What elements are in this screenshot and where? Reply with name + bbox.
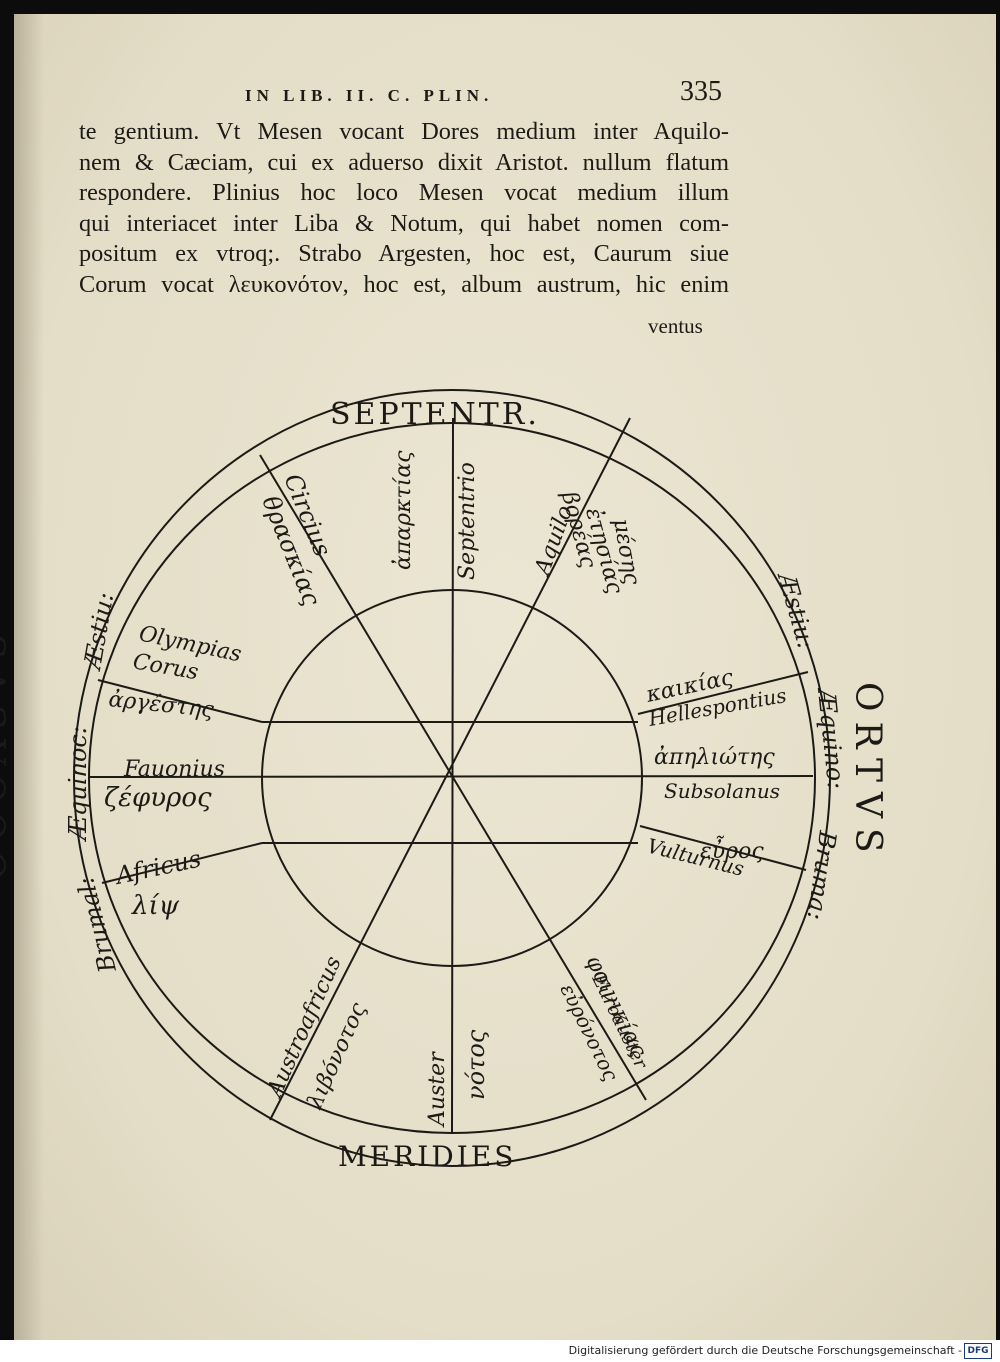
outer-circle: [73, 389, 831, 1167]
text-line: qui interiacet inter Liba & Notum, qui h…: [79, 209, 729, 237]
ring-label-east-upper: Æstiu:: [771, 567, 820, 652]
wind-subsolanus: Subsolanus: [664, 779, 780, 803]
funding-credit: Digitalisierung gefördert durch die Deut…: [568, 1344, 962, 1357]
wind-favonius: Fauonius: [123, 757, 225, 782]
ring-label-west-mid: Æquinoc:: [64, 726, 92, 843]
text-line: respondere. Plinius hoc loco Mesen vocat…: [79, 179, 729, 206]
dfg-logo-icon: DFG: [964, 1343, 992, 1359]
diagonal-line: [269, 417, 631, 1121]
cardinal-south: MERIDIES: [338, 1140, 516, 1173]
wind-auster: Auster: [425, 1051, 450, 1128]
cardinal-west: OCCASVS: [0, 624, 15, 880]
body-text: te gentium. Vt Mesen vocant Dores medium…: [79, 117, 729, 300]
wind-aparktias-greek: ἀπαρκτίας: [391, 450, 416, 570]
ring-label-east-lower: Bruma:: [802, 828, 842, 922]
wind-apeliotes-greek: ἀπηλιώτης: [654, 745, 775, 770]
ring-label-east-mid: Æquino:: [812, 685, 851, 791]
diagonal-line: [259, 454, 647, 1101]
wind-notos-greek: νότος: [462, 1029, 490, 1100]
page-number: 335: [680, 76, 722, 107]
catchword: ventus: [648, 314, 703, 338]
text-line: te gentium. Vt Mesen vocant Dores medium…: [79, 118, 729, 145]
cardinal-north: SEPTENTR.: [330, 397, 540, 432]
running-title: IN LIB. II. C. PLIN.: [245, 86, 494, 105]
wind-septentrio: Septentrio: [455, 462, 480, 580]
digitization-footer: Digitalisierung gefördert durch die Deut…: [0, 1340, 1000, 1362]
wind-argestes-greek: ἀργέστης: [107, 687, 215, 723]
wind-line-east-upper: [637, 671, 809, 715]
wind-zephyros-greek: ζέφυρος: [104, 783, 212, 813]
text-line: Corum vocat λευκονότον, hoc est, album a…: [79, 270, 729, 298]
book-page: [14, 14, 996, 1340]
wind-line-east-lower: [639, 825, 807, 871]
wind-euros-greek: εὖρος: [700, 835, 764, 864]
ring-label-west-lower: Brumal:: [71, 874, 122, 976]
cardinal-east: ORTVS: [847, 682, 888, 863]
text-line: nem & Cæciam, cui ex aduerso dixit Arist…: [79, 148, 729, 176]
text-line: positum ex vtroq;. Strabo Argesten, hoc …: [79, 240, 729, 267]
wind-line-west-upper: [97, 679, 263, 723]
wind-africus: Africus: [111, 845, 203, 891]
ring-label-west-upper: Æstiu:: [78, 590, 120, 674]
wind-line-west-lower: [101, 842, 263, 884]
wind-lips-greek: λίψ: [131, 891, 180, 921]
page-spine-shadow: [14, 14, 44, 1340]
